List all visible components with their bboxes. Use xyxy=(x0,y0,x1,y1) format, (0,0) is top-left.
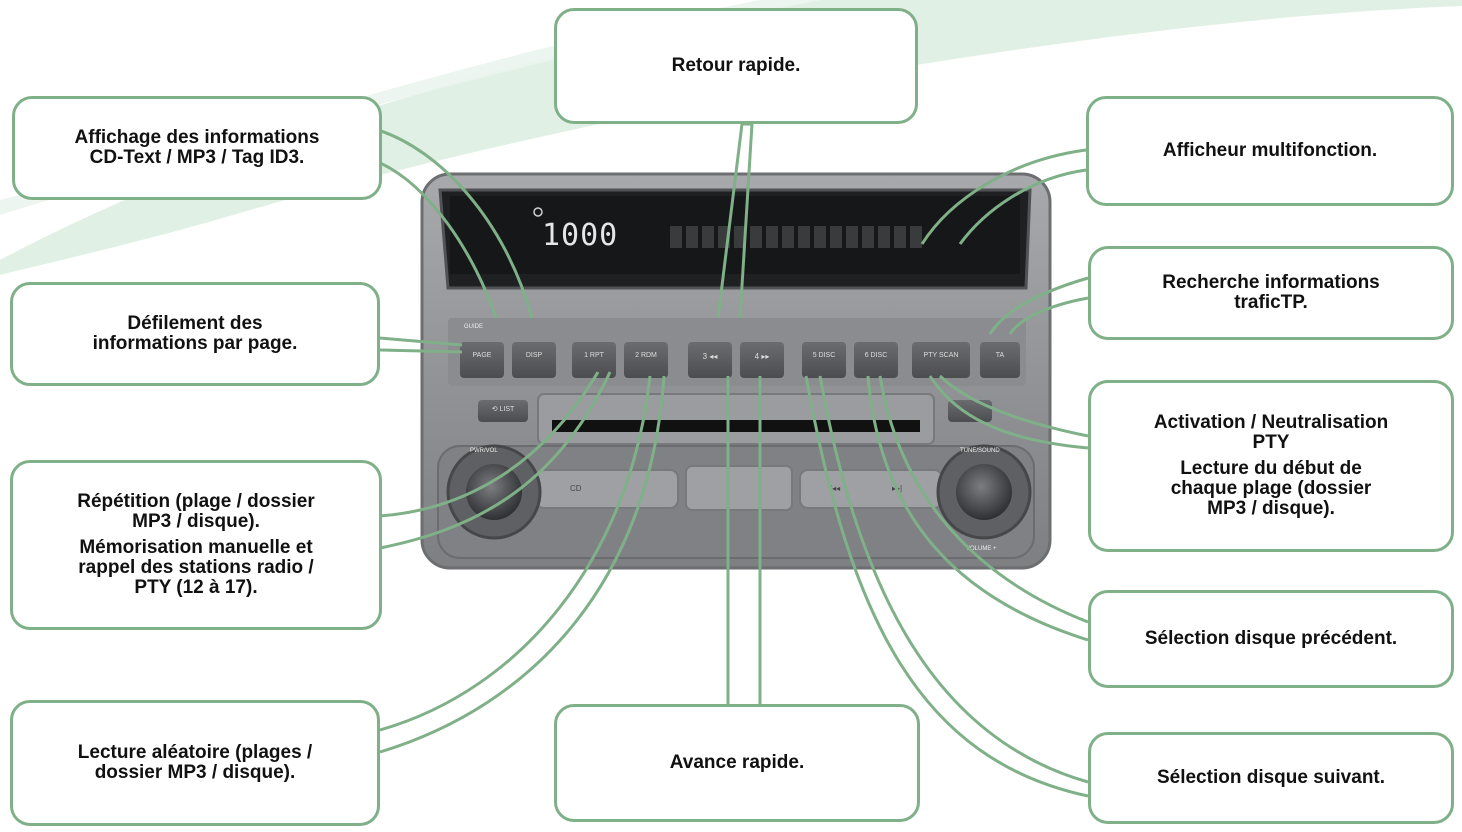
callout-repetition-line2: MP3 / disque). xyxy=(132,511,260,532)
callout-affichage: Affichage des informations CD-Text / MP3… xyxy=(12,96,382,200)
callout-selection-suivant: Sélection disque suivant. xyxy=(1088,732,1454,824)
btn-ta-label[interactable]: TA xyxy=(995,352,1005,359)
prev-track-label[interactable]: |◂◂ xyxy=(830,484,841,493)
callout-lecture-aleatoire-line1: Lecture aléatoire (plages / xyxy=(77,742,313,763)
callout-activation: Activation / Neutralisation PTY Lecture … xyxy=(1088,380,1454,552)
button-row xyxy=(460,342,1020,378)
list-button-label[interactable]: ⟲ LIST xyxy=(491,406,515,413)
cd-button-label[interactable]: CD xyxy=(570,484,582,493)
btn-2-label[interactable]: 2 RDM xyxy=(635,352,657,359)
callout-selection-suivant-line1: Sélection disque suivant. xyxy=(1156,767,1386,788)
clock-icon xyxy=(533,207,543,217)
callout-memorisation-line1: Mémorisation manuelle et xyxy=(79,537,313,558)
btn-3-label[interactable]: 3 ◂◂ xyxy=(702,352,718,361)
callout-repetition-line1: Répétition (plage / dossier xyxy=(77,491,315,512)
right-knob-label: TUNE/SOUND xyxy=(960,448,1000,454)
display-clock: 1000 xyxy=(542,218,619,253)
callout-selection-precedent-line1: Sélection disque précédent. xyxy=(1144,628,1398,649)
callout-retour: Retour rapide. xyxy=(554,8,918,124)
callout-lecture-aleatoire-line2: dossier MP3 / disque). xyxy=(94,762,296,783)
callout-activation-line2: PTY xyxy=(1252,432,1290,453)
callout-recherche-line2: traficTP. xyxy=(1234,292,1308,313)
callout-repetition: Répétition (plage / dossier MP3 / disque… xyxy=(10,460,382,630)
radio-illustration xyxy=(420,172,1052,570)
btn-5-label[interactable]: 5 DISC xyxy=(812,352,836,359)
right-knob-sublabel: VOLUME + xyxy=(966,546,997,552)
btn-4-label[interactable]: 4 ▸▸ xyxy=(754,352,770,361)
callout-afficheur: Afficheur multifonction. xyxy=(1086,96,1454,206)
callout-recherche: Recherche informations traficTP. xyxy=(1088,246,1454,340)
callout-lecture-aleatoire: Lecture aléatoire (plages / dossier MP3 … xyxy=(10,700,380,826)
callout-memorisation-line3: PTY (12 à 17). xyxy=(134,577,258,598)
left-knob-label: PWR/VOL xyxy=(470,448,498,454)
callout-retour-line1: Retour rapide. xyxy=(671,55,801,76)
callout-activation-line1: Activation / Neutralisation xyxy=(1153,412,1389,433)
callout-avance-line1: Avance rapide. xyxy=(669,752,805,773)
callout-lecture-debut-line1: Lecture du début de xyxy=(1180,458,1362,479)
next-track-label[interactable]: ▸▸| xyxy=(892,484,903,493)
callout-afficheur-line1: Afficheur multifonction. xyxy=(1162,140,1378,161)
callout-defilement-line1: Défilement des xyxy=(127,313,263,334)
callout-memorisation-line2: rappel des stations radio / xyxy=(78,557,314,578)
btn-disp-label[interactable]: DISP xyxy=(525,352,543,359)
guide-label: GUIDE xyxy=(464,324,484,330)
btn-1-label[interactable]: 1 RPT xyxy=(584,352,604,359)
callout-avance: Avance rapide. xyxy=(554,704,920,822)
callout-affichage-line1: Affichage des informations xyxy=(74,127,320,148)
callout-recherche-line1: Recherche informations xyxy=(1162,272,1380,293)
btn-6-label[interactable]: 6 DISC xyxy=(864,352,888,359)
callout-selection-precedent: Sélection disque précédent. xyxy=(1088,590,1454,688)
btn-pty-label[interactable]: PTY SCAN xyxy=(923,352,959,359)
callout-defilement: Défilement des informations par page. xyxy=(10,282,380,386)
callout-affichage-line2: CD-Text / MP3 / Tag ID3. xyxy=(89,147,305,168)
callout-lecture-debut-line2: chaque plage (dossier xyxy=(1170,478,1372,499)
callout-lecture-debut-line3: MP3 / disque). xyxy=(1207,498,1335,519)
callout-defilement-line2: informations par page. xyxy=(92,333,298,354)
btn-page-label[interactable]: PAGE xyxy=(472,352,492,359)
